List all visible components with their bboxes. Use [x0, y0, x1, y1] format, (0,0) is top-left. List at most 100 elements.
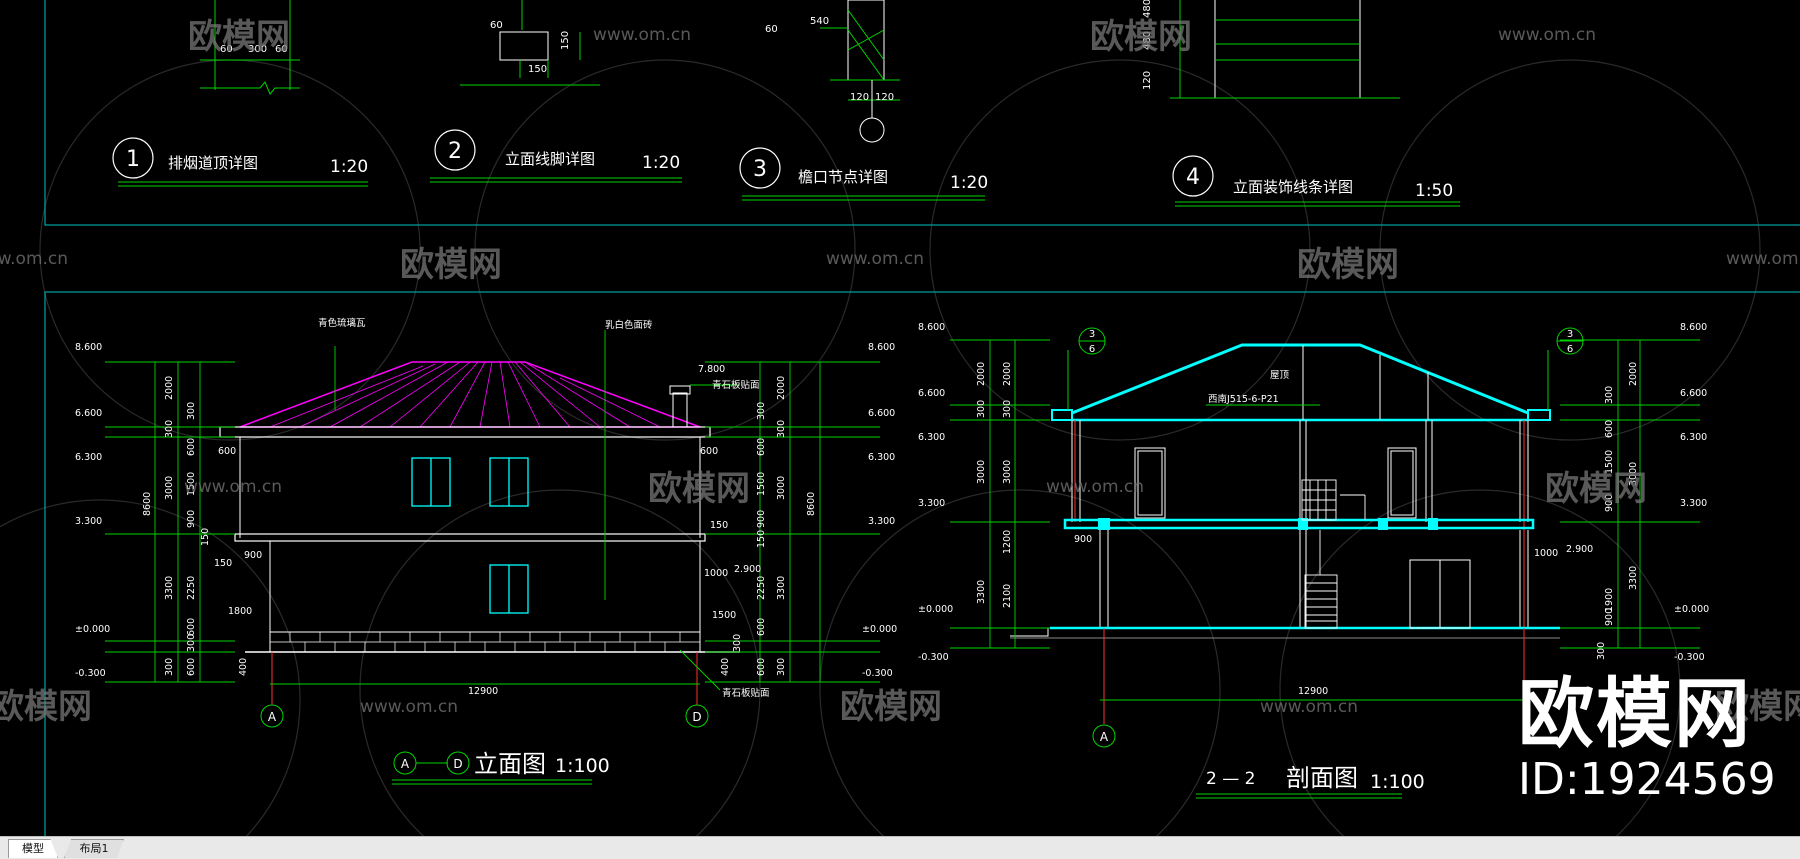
tab-model[interactable]: 模型: [8, 839, 58, 858]
svg-text:欧模网: 欧模网: [1297, 245, 1399, 285]
detail-title-1: 1 排烟道顶详图 1:20: [112, 137, 368, 187]
top-details: [200, 0, 1400, 143]
svg-text:1:20: 1:20: [950, 173, 988, 193]
level-text: 8.600: [75, 342, 102, 353]
svg-text:www.om.cn: www.om.cn: [184, 477, 282, 497]
svg-text:150: 150: [710, 520, 728, 531]
svg-text:600: 600: [186, 438, 197, 456]
svg-text:www.om.cn: www.om.cn: [1260, 697, 1358, 717]
svg-text:3000: 3000: [1002, 460, 1013, 484]
svg-text:立面装饰线条详图: 立面装饰线条详图: [1233, 178, 1353, 196]
svg-text:2000: 2000: [776, 376, 787, 400]
svg-text:600: 600: [186, 658, 197, 676]
svg-text:3: 3: [753, 157, 767, 182]
svg-text:4: 4: [1186, 165, 1200, 190]
svg-text:www.om.cn: www.om.cn: [360, 697, 458, 717]
svg-text:300: 300: [776, 658, 787, 676]
svg-text:900: 900: [1604, 494, 1615, 512]
svg-text:欧模网: 欧模网: [0, 687, 92, 727]
svg-text:150: 150: [756, 530, 767, 548]
svg-text:3: 3: [1089, 329, 1095, 340]
watermark-brand-overlay: 欧模网: [1518, 669, 1752, 758]
level-text: 3.300: [868, 516, 895, 527]
level-text: 6.300: [868, 452, 895, 463]
level-text: 3.300: [75, 516, 102, 527]
level-text: 6.600: [75, 408, 102, 419]
svg-text:1900: 1900: [1604, 588, 1615, 612]
note-wall: 乳白色面砖: [605, 319, 653, 331]
note-chimney-level: 7.800: [698, 364, 725, 375]
section-title: 2 — 2 剖面图 1:100: [1196, 764, 1425, 799]
detail-title-2: 2 立面线脚详图 1:20: [430, 129, 682, 183]
svg-text:2.900: 2.900: [734, 564, 761, 575]
svg-text:www.om.cn: www.om.cn: [1498, 25, 1596, 45]
svg-text:立面图: 立面图: [474, 750, 546, 778]
level-text: 6.600: [868, 408, 895, 419]
watermark-circles: [0, 59, 1761, 859]
svg-text:300: 300: [186, 402, 197, 420]
level-text: -0.300: [862, 668, 893, 679]
svg-text:2: 2: [448, 139, 462, 164]
svg-text:3300: 3300: [776, 576, 787, 600]
svg-text:1:100: 1:100: [555, 755, 610, 777]
svg-text:2250: 2250: [756, 576, 767, 600]
section-total-width: 12900: [1298, 686, 1328, 697]
dim-text: 60: [275, 44, 288, 55]
dim-text: 120: [1142, 71, 1153, 90]
dim-text: 60: [490, 20, 503, 31]
svg-text:1000: 1000: [704, 568, 728, 579]
svg-text:300: 300: [776, 420, 787, 438]
level-text: ±0.000: [1674, 604, 1709, 615]
upper-frame: [44, 0, 1800, 226]
watermark-id-overlay: ID:1924569: [1518, 754, 1776, 805]
level-text: -0.300: [75, 668, 106, 679]
svg-text:www.om.cn: www.om.cn: [826, 249, 924, 269]
svg-text:2000: 2000: [976, 362, 987, 386]
tab-layout-1[interactable]: 布局1: [64, 839, 124, 858]
level-text: ±0.000: [862, 624, 897, 635]
svg-text:D: D: [453, 757, 462, 771]
svg-text:1500: 1500: [1604, 450, 1615, 474]
level-text: 6.300: [75, 452, 102, 463]
svg-text:欧模网: 欧模网: [648, 469, 750, 509]
svg-text:剖面图: 剖面图: [1286, 764, 1358, 792]
svg-text:3000: 3000: [1628, 462, 1639, 486]
svg-text:300: 300: [164, 420, 175, 438]
svg-text:2.900: 2.900: [1566, 544, 1593, 555]
note-ref: 西南J515-6-P21: [1208, 393, 1279, 405]
dim-text: 540: [810, 16, 829, 27]
svg-text:3300: 3300: [1628, 566, 1639, 590]
svg-text:300: 300: [732, 634, 743, 652]
svg-text:900: 900: [756, 510, 767, 528]
svg-text:www.om.cn: www.om.cn: [0, 249, 68, 269]
svg-text:欧模网: 欧模网: [840, 687, 942, 727]
dim-text: 60: [765, 24, 778, 35]
svg-text:1:20: 1:20: [330, 157, 368, 177]
svg-text:1:50: 1:50: [1415, 181, 1453, 201]
level-text: 8.600: [918, 322, 945, 333]
level-text: ±0.000: [918, 604, 953, 615]
svg-text:600: 600: [756, 438, 767, 456]
svg-text:欧模网: 欧模网: [1090, 17, 1192, 57]
svg-text:400: 400: [238, 658, 249, 676]
level-text: 6.300: [918, 432, 945, 443]
svg-text:2000: 2000: [1628, 362, 1639, 386]
svg-text:欧模网: 欧模网: [400, 245, 502, 285]
svg-text:600: 600: [218, 446, 236, 457]
svg-text:立面线脚详图: 立面线脚详图: [505, 150, 595, 168]
svg-text:欧模网: 欧模网: [1545, 469, 1647, 509]
level-text: 3.300: [918, 498, 945, 509]
svg-text:400: 400: [720, 658, 731, 676]
svg-text:A: A: [401, 757, 410, 771]
watermark-layer: 欧模网 www.om.cn 欧模网 www.om.cn www.om.cn 欧模…: [0, 17, 1800, 727]
dim-text: 150: [560, 31, 571, 50]
dim-text: 300: [248, 44, 267, 55]
svg-text:2250: 2250: [186, 576, 197, 600]
elevation-total-width: 12900: [468, 686, 498, 697]
svg-text:1:100: 1:100: [1370, 771, 1425, 793]
svg-text:3300: 3300: [164, 576, 175, 600]
elevation-drawing: 8.600 6.600 6.300 3.300 ±0.000 -0.300 8.…: [75, 317, 897, 785]
note-roof: 青色琉璃瓦: [318, 317, 366, 329]
svg-text:8600: 8600: [806, 492, 817, 516]
